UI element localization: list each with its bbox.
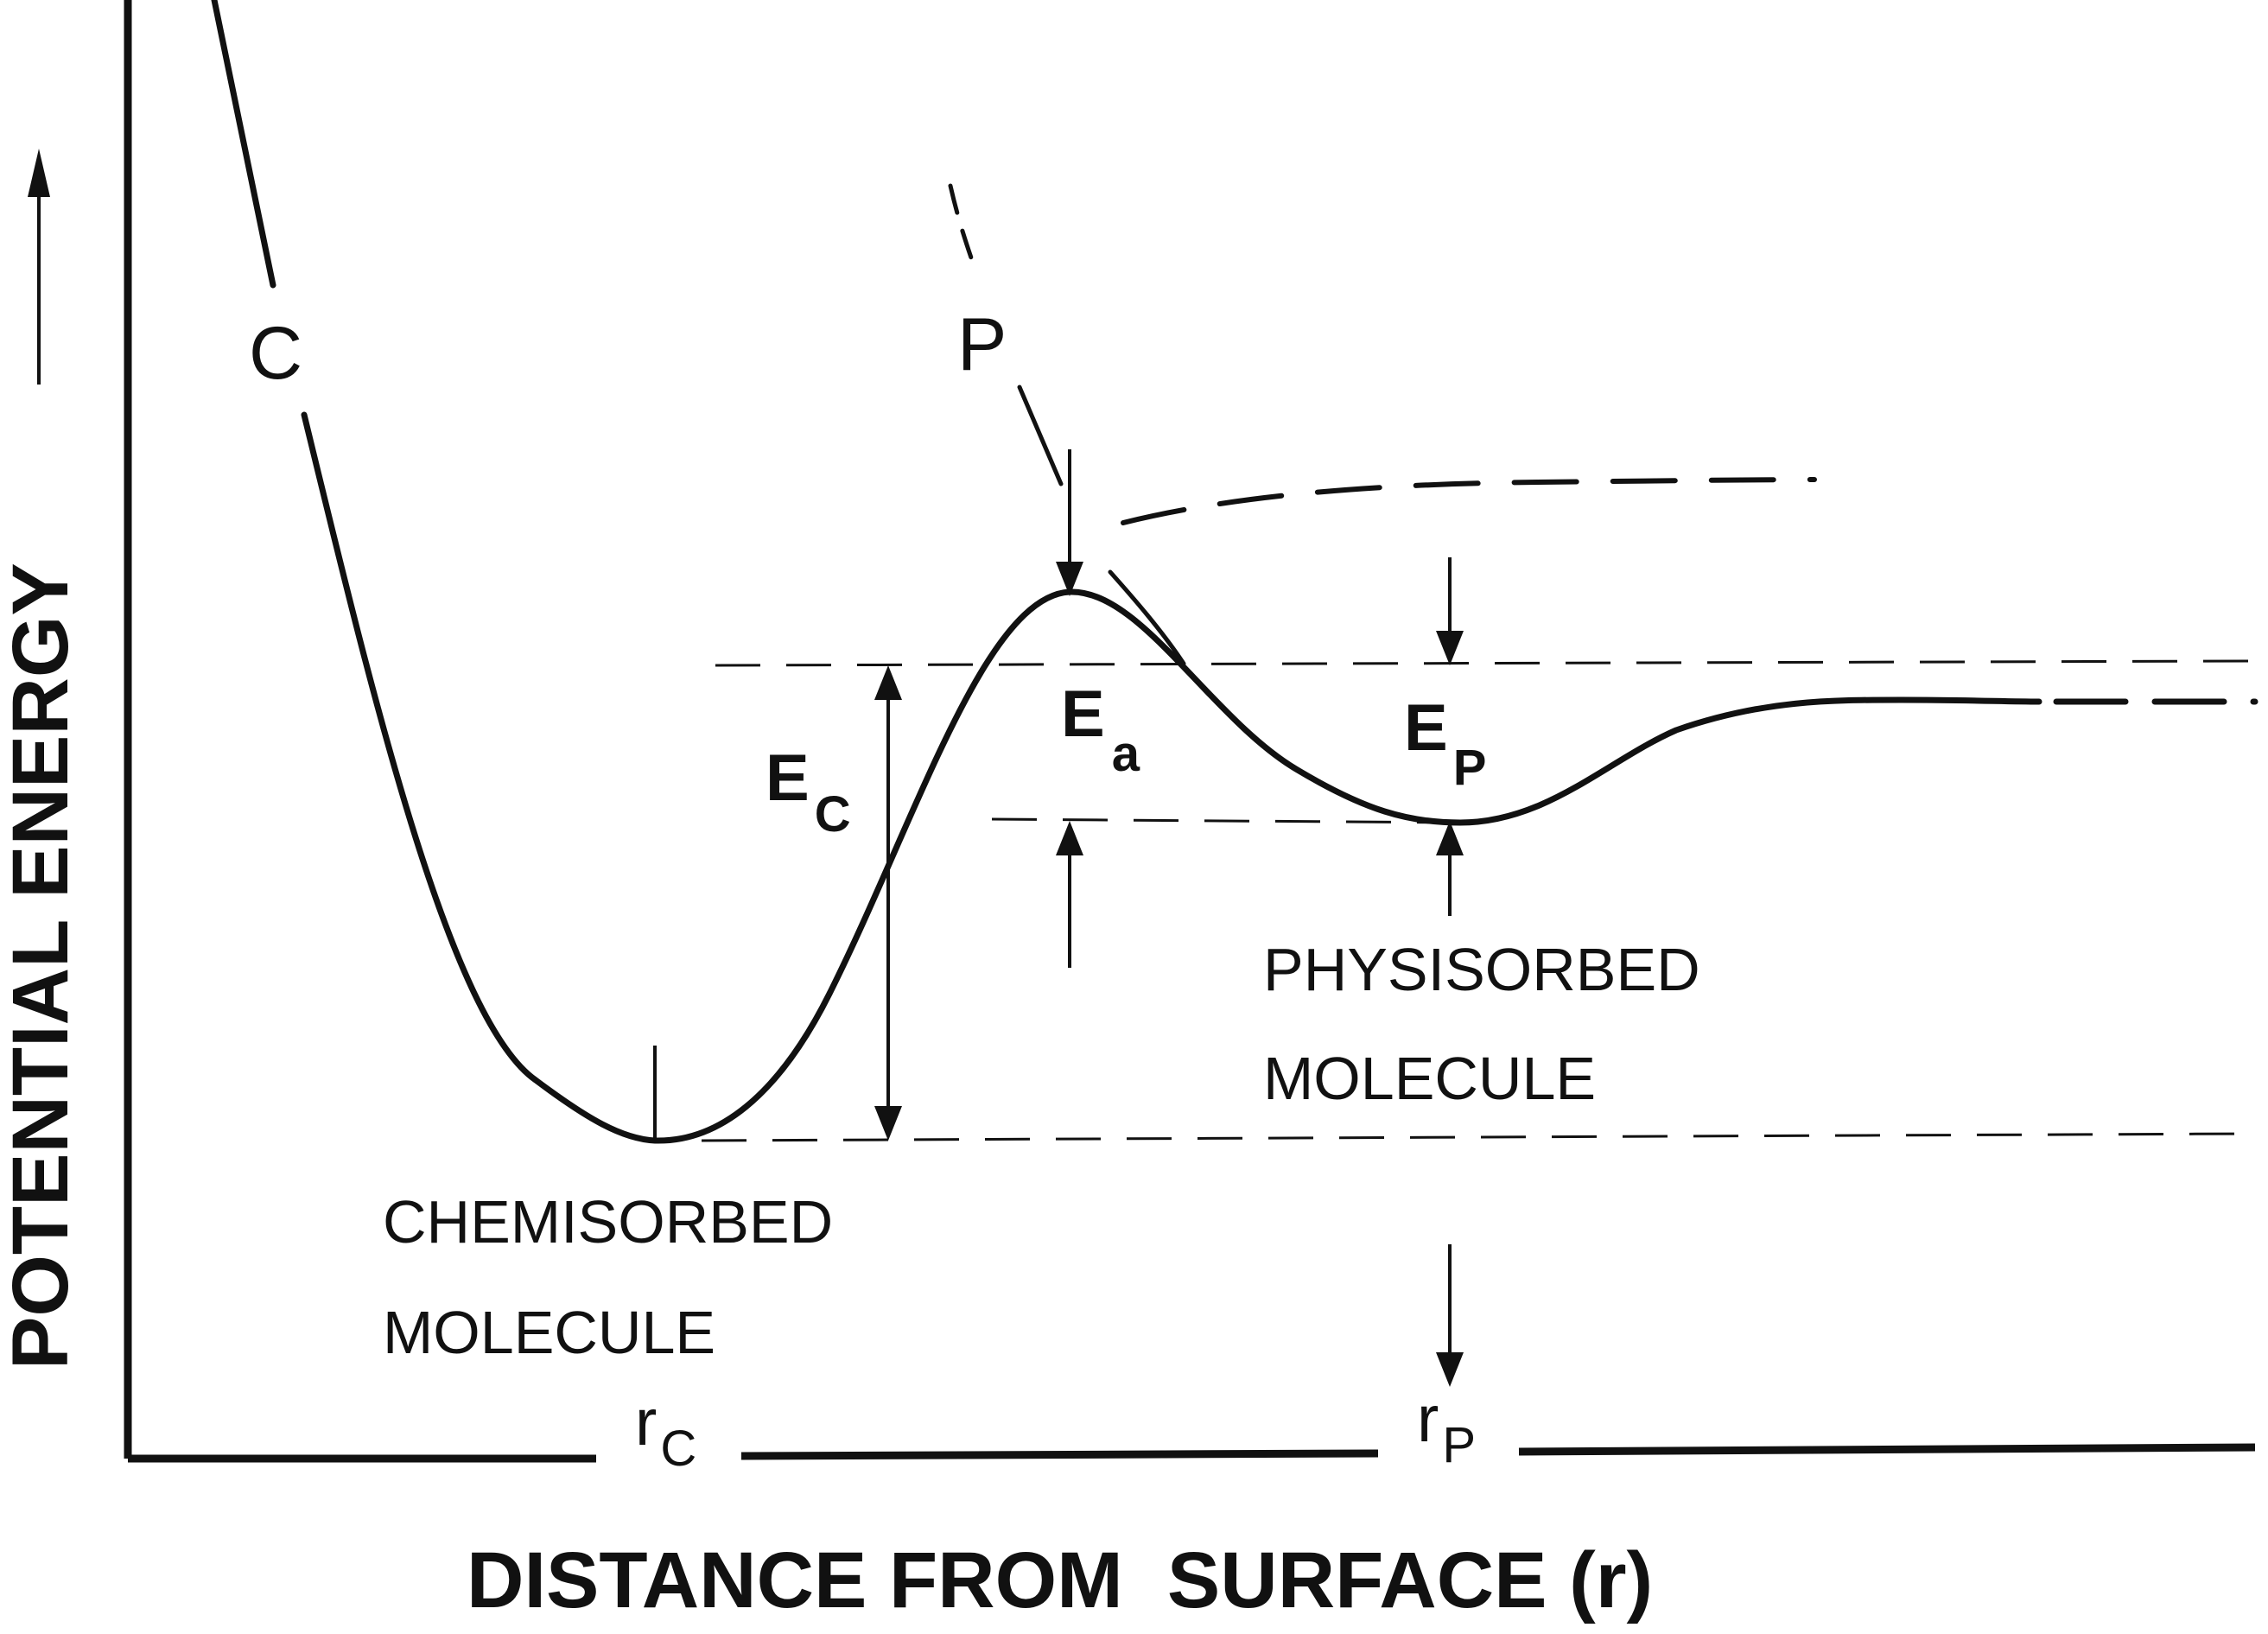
y-axis-title: POTENTIAL ENERGY (0, 563, 85, 1370)
curves (211, 0, 2258, 1144)
chemisorption-curve (301, 411, 2042, 1144)
physisorption-curve-upper (948, 183, 977, 270)
position-label-rc: rC (635, 1386, 696, 1477)
chemisorbed-label-line2: MOLECULE (383, 1299, 715, 1366)
axes (124, 0, 2256, 1463)
reference-lines (701, 659, 2256, 1142)
chemisorbed-label-line1: CHEMISORBED (383, 1188, 833, 1256)
x-axis-line-right (1518, 1443, 2256, 1456)
up-arrow-icon (28, 149, 50, 197)
x-axis-line-middle (740, 1449, 1379, 1460)
curve-label-c: C (249, 312, 302, 395)
energy-label-ep: EP (1404, 691, 1486, 796)
physisorbed-label-line1: PHYSISORBED (1263, 936, 1700, 1003)
x-axis-title: DISTANCE FROM SURFACE (r) (467, 1536, 1653, 1624)
chemisorption-curve-upper (211, 0, 276, 289)
physisorption-curve-tail (1121, 477, 1817, 525)
physisorption-curve-right (1108, 569, 1186, 666)
physisorption-curve-left (1017, 385, 1064, 486)
energy-markers (653, 449, 1464, 1387)
y-axis-arrow (28, 149, 50, 385)
physisorbed-label-line2: MOLECULE (1263, 1045, 1596, 1112)
reference-line-lower (701, 1132, 2256, 1142)
reference-line-middle (991, 817, 1461, 824)
reference-line-upper (715, 659, 2256, 667)
energy-label-ea: Ea (1061, 677, 1140, 782)
position-label-rp: rP (1417, 1383, 1476, 1473)
curve-label-p: P (957, 303, 1007, 386)
